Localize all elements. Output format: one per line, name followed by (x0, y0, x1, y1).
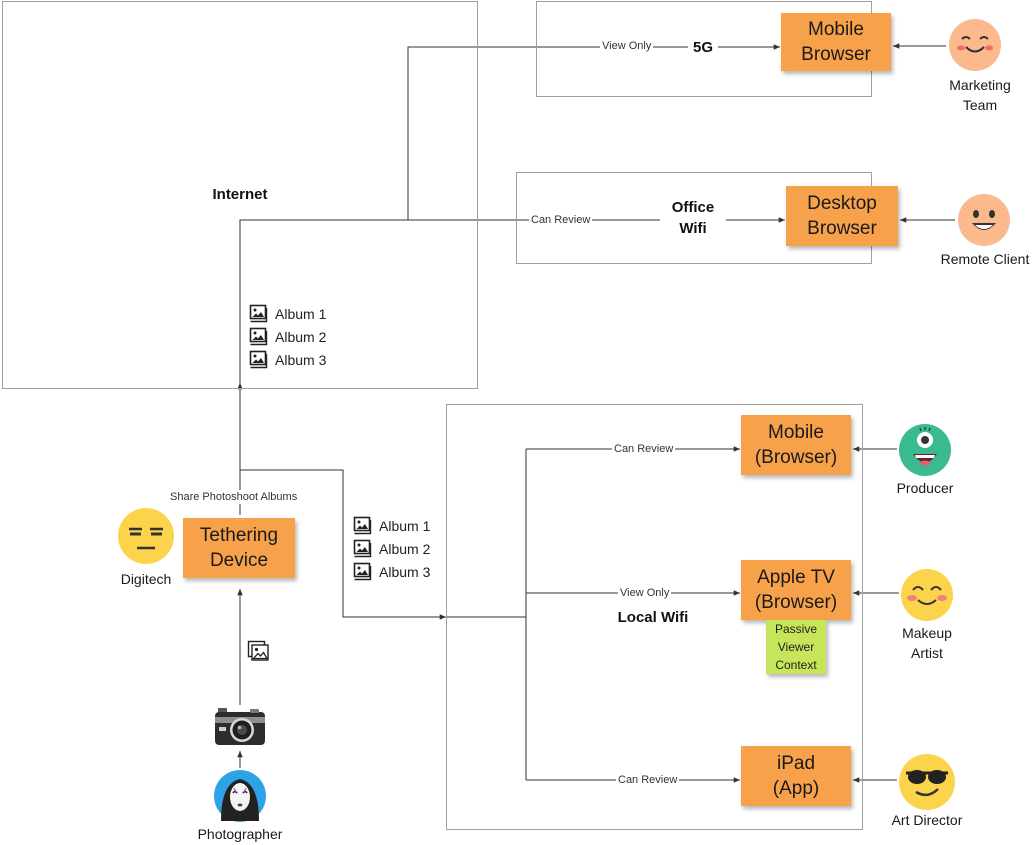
can-review-office-label: Can Review (529, 213, 593, 227)
album-label: Album 1 (379, 517, 431, 534)
art-director-label: Art Director (891, 812, 963, 828)
view-only-5g-label: View Only (600, 39, 654, 53)
photographer-label: Photographer (197, 826, 283, 842)
album-item: Album 2 (249, 325, 326, 348)
album-label: Album 3 (379, 563, 431, 580)
blushing-face-icon (949, 19, 1001, 71)
office-wifi-label: Office Wifi (660, 197, 726, 239)
masked-avatar-icon (214, 770, 266, 822)
can-review-ipad-label: Can Review (616, 773, 680, 787)
album-icon (249, 327, 268, 346)
digitech-label: Digitech (120, 571, 172, 587)
ipad-note: iPad (App) (741, 746, 851, 806)
album-item: Album 3 (249, 348, 326, 371)
album-icon (353, 562, 372, 581)
monster-face-icon (899, 424, 951, 476)
internet-frame (2, 1, 478, 389)
local-wifi-frame (446, 404, 863, 830)
sunglasses-face-icon (899, 754, 955, 810)
album-label: Album 2 (275, 328, 327, 345)
remote-client-label: Remote Client (940, 251, 1030, 267)
blushing-smile-icon (901, 569, 953, 621)
album-icon (353, 516, 372, 535)
neutral-face-icon (118, 508, 174, 564)
producer-label: Producer (896, 480, 954, 496)
album-label: Album 3 (275, 351, 327, 368)
mobile-browser-5g-note: Mobile Browser (781, 13, 891, 71)
album-icon (249, 304, 268, 323)
can-review-mobile-label: Can Review (612, 442, 676, 456)
album-icon (353, 539, 372, 558)
camera-icon (215, 708, 265, 745)
internet-album-list: Album 1 Album 2 Album 3 (249, 302, 326, 371)
smiling-face-icon (958, 194, 1010, 246)
mobile-browser-local-note: Mobile (Browser) (741, 415, 851, 475)
tethering-device-note: Tethering Device (183, 518, 295, 578)
share-albums-label: Share Photoshoot Albums (168, 490, 300, 504)
album-item: Album 1 (353, 514, 430, 537)
apple-tv-note: Apple TV (Browser) (741, 560, 851, 620)
album-item: Album 2 (353, 537, 430, 560)
local-album-list: Album 1 Album 2 Album 3 (353, 514, 430, 583)
passive-viewer-note: Passive Viewer Context (766, 620, 826, 674)
local-wifi-label: Local Wifi (617, 609, 689, 626)
fiveg-label: 5G (688, 37, 718, 58)
desktop-browser-note: Desktop Browser (786, 186, 898, 246)
internet-label: Internet (212, 186, 268, 203)
marketing-team-label: Marketing Team (949, 77, 1011, 113)
album-icon (249, 350, 268, 369)
photos-icon (247, 640, 269, 661)
album-label: Album 1 (275, 305, 327, 322)
album-item: Album 3 (353, 560, 430, 583)
album-item: Album 1 (249, 302, 326, 325)
makeup-artist-label: Makeup Artist (902, 625, 952, 661)
view-only-appletv-label: View Only (618, 586, 672, 600)
album-label: Album 2 (379, 540, 431, 557)
